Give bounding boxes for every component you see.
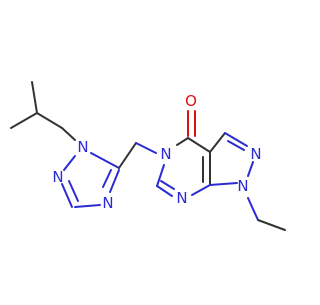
atom-n-pyrimidine-7: N [176, 189, 187, 207]
bond-n4-c5 [109, 169, 120, 193]
bond-n1-n2 [63, 155, 76, 171]
bond-c7a-n7 [191, 184, 211, 196]
methylene-linker [118, 142, 157, 169]
bond-c3-n2 [224, 132, 248, 147]
atom-labels: N N N N N N N O [52, 92, 261, 212]
ethyl-group [247, 197, 286, 231]
pyrimidinone-ring [156, 110, 211, 197]
bond-c6-n5 [156, 164, 165, 187]
bond-n1-ch2 [247, 197, 259, 221]
bond-c4-c3a [187, 137, 211, 153]
atom-n-triazole-1: N [77, 138, 88, 156]
bond-ch2-n5 [135, 142, 157, 154]
bond-ch2-ch3 [257, 219, 286, 231]
bond-c5-n1 [90, 152, 120, 169]
isobutyl-group [10, 81, 76, 141]
bond-n7-c6-double [160, 180, 175, 190]
molecule-structure-diagram: N N N N N N N O [10, 81, 286, 231]
bond-n2-c3-double [68, 180, 79, 202]
bond-n2-n1 [247, 161, 254, 177]
molecule-svg: N N N N N N N O [10, 81, 286, 231]
bond-n5-c4 [176, 137, 189, 146]
bond-c3-n4 [74, 204, 101, 208]
atom-n-pyrazole-1: N [237, 177, 248, 195]
atom-n-pyrimidinone-5: N [160, 145, 171, 163]
pyrazole-ring [209, 132, 254, 186]
bond-n4-c5-double [102, 169, 112, 188]
atom-n-triazole-2: N [52, 168, 63, 186]
bond-n2-c3 [61, 183, 73, 208]
atom-n-pyrazole-2: N [250, 145, 261, 163]
atom-n-triazole-4: N [102, 194, 113, 212]
bond-ch2-n1 [61, 127, 76, 141]
bond-c5-ch2 [118, 142, 137, 169]
bond-n1-c7a [209, 182, 238, 186]
bond-ch3-a-ch [10, 112, 38, 129]
bond-c3a-c3 [209, 132, 226, 153]
bond-c3-n2-double [227, 140, 245, 151]
bond-ch-ch2 [36, 112, 63, 129]
triazole-ring [61, 152, 120, 208]
bond-n7-c6 [156, 185, 173, 197]
atom-o-carbonyl: O [185, 92, 197, 110]
bond-ch-ch3-b [31, 81, 38, 114]
